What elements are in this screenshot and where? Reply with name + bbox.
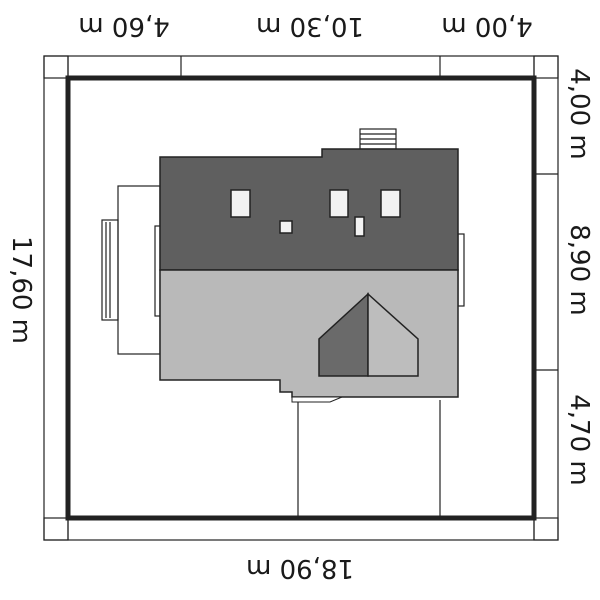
roof-windows	[230, 189, 401, 237]
dim-right-top: 4,00 m	[564, 68, 594, 159]
dim-top-middle: 10,30 m	[256, 11, 364, 41]
chimney	[359, 128, 397, 150]
roof-window-small	[354, 216, 365, 237]
roof-window	[380, 189, 401, 218]
dim-top-left: 4,60 m	[78, 11, 169, 41]
dim-bottom: 18,90 m	[246, 553, 354, 583]
roof-window-small	[279, 220, 293, 234]
dim-right-middle: 8,90 m	[564, 224, 594, 315]
dormer-right-face	[367, 292, 419, 377]
side-element-right	[457, 233, 465, 307]
plot-boundary	[65, 75, 537, 521]
roof-window	[329, 189, 349, 218]
entrance-canopy	[291, 396, 343, 403]
dim-left: 17,60 m	[6, 236, 36, 344]
dim-top-right: 4,00 m	[441, 11, 532, 41]
roof-south-slope	[159, 269, 459, 398]
dim-right-bottom: 4,70 m	[564, 394, 594, 485]
gable-dormer	[318, 292, 419, 377]
terrace-outline	[101, 185, 161, 355]
roof-north-slope	[159, 148, 459, 271]
roof-window	[230, 189, 251, 218]
driveway	[297, 400, 441, 516]
